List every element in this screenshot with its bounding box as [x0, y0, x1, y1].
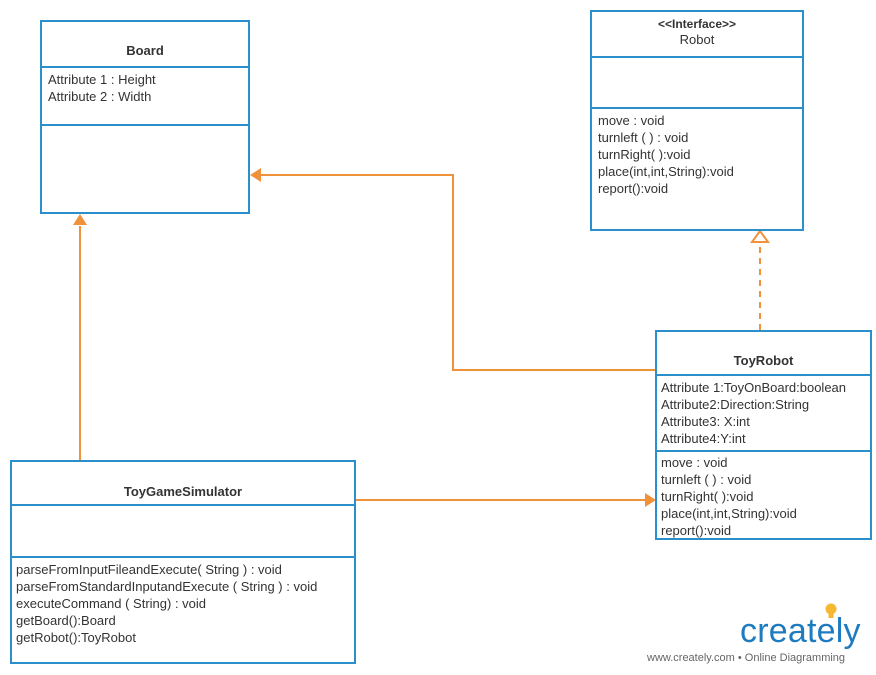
toyrobot-attribute: Attribute2:Direction:String	[661, 397, 810, 412]
toygamesimulator-title: ToyGameSimulator	[123, 484, 243, 499]
toyrobot-attributes-section: Attribute 1:ToyOnBoard:boolean Attribute…	[657, 374, 870, 450]
board-title: Board	[126, 43, 164, 58]
toygamesimulator-method: getRobot():ToyRobot	[16, 630, 136, 645]
creately-logo: creately	[740, 612, 861, 650]
board-attributes-section: Attribute 1 : Height Attribute 2 : Width	[42, 66, 248, 124]
lightbulb-icon	[825, 603, 837, 618]
robot-interface[interactable]: <<Interface>> Robot move : void turnleft…	[590, 10, 804, 231]
toyrobot-to-board-connector	[260, 174, 656, 371]
robot-method: turnleft ( ) : void	[598, 130, 689, 145]
robot-method: report():void	[598, 181, 669, 196]
toyrobot-arrowhead-left	[645, 493, 656, 507]
toygamesimulator-attributes-section	[12, 504, 354, 556]
toygamesimulator-method: parseFromInputFileandExecute( String ) :…	[16, 562, 282, 577]
board-methods-section	[42, 124, 248, 212]
toygamesimulator-class[interactable]: ToyGameSimulator parseFromInputFileandEx…	[10, 460, 356, 664]
toyrobot-method: report():void	[661, 523, 732, 538]
board-attribute: Attribute 1 : Height	[48, 72, 156, 87]
board-arrowhead-bottom	[73, 214, 87, 225]
toyrobot-method: turnRight( ):void	[661, 489, 754, 504]
toygamesimulator-method: executeCommand ( String) : void	[16, 596, 207, 611]
creately-tagline: www.creately.com • Online Diagramming	[647, 652, 846, 664]
toyrobot-method: place(int,int,String):void	[661, 506, 797, 521]
toyrobot-class[interactable]: ToyRobot Attribute 1:ToyOnBoard:boolean …	[655, 330, 872, 540]
toygamesimulator-method: parseFromStandardInputandExecute ( Strin…	[16, 579, 318, 594]
toyrobot-method: move : void	[661, 455, 728, 470]
robot-stereotype: <<Interface>>	[657, 17, 737, 31]
toygamesimulator-title-section: ToyGameSimulator	[12, 462, 354, 504]
robot-method: turnRight( ):void	[598, 147, 691, 162]
toyrobot-attribute: Attribute3: X:int	[661, 414, 750, 429]
robot-method: move : void	[598, 113, 665, 128]
toygamesimulator-methods-section: parseFromInputFileandExecute( String ) :…	[12, 556, 354, 662]
toyrobot-title-section: ToyRobot	[657, 332, 870, 374]
board-arrowhead-right	[250, 168, 261, 182]
toyrobot-method: turnleft ( ) : void	[661, 472, 752, 487]
toyrobot-title: ToyRobot	[733, 353, 794, 368]
robot-title: Robot	[679, 32, 715, 47]
robot-realization-arrowhead	[750, 229, 770, 243]
toyrobot-methods-section: move : void turnleft ( ) : void turnRigh…	[657, 450, 870, 538]
board-title-section: Board	[42, 22, 248, 66]
board-class[interactable]: Board Attribute 1 : Height Attribute 2 :…	[40, 20, 250, 214]
robot-title-section: <<Interface>> Robot	[592, 12, 802, 56]
robot-attributes-section	[592, 56, 802, 107]
robot-methods-section: move : void turnleft ( ) : void turnRigh…	[592, 107, 802, 229]
toygamesimulator-method: getBoard():Board	[16, 613, 116, 628]
toyrobot-attribute: Attribute 1:ToyOnBoard:boolean	[661, 380, 847, 395]
robot-method: place(int,int,String):void	[598, 164, 734, 179]
toyrobot-attribute: Attribute4:Y:int	[661, 431, 746, 446]
board-attribute: Attribute 2 : Width	[48, 89, 152, 104]
